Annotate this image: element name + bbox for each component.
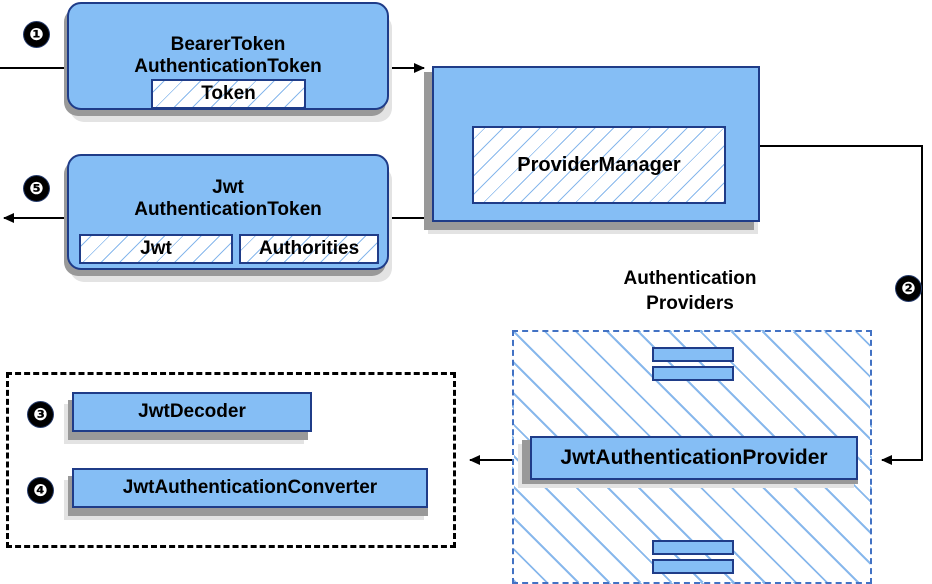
jwt-authentication-token-card[interactable]: Jwt AuthenticationToken Jwt Authorities [67, 154, 389, 270]
bearer-token-title: BearerToken AuthenticationToken [124, 34, 332, 78]
authentication-providers-caption-line2: Providers [646, 293, 734, 314]
jwt-token-slot-jwt: Jwt [79, 234, 233, 264]
jwt-authentication-provider-box[interactable]: JwtAuthenticationProvider [530, 436, 858, 480]
bearer-token-title-line2: AuthenticationToken [134, 56, 322, 77]
provider-manager-slot: ProviderManager [472, 126, 726, 204]
bearer-token-slot-token: Token [151, 79, 306, 109]
step-badge-4: ❹ [28, 478, 53, 503]
authentication-providers-caption-line1: Authentication [623, 268, 757, 289]
jwt-token-title-line2: AuthenticationToken [134, 199, 322, 220]
step-badge-1: ❶ [24, 22, 49, 47]
authentication-manager-box[interactable]: AuthenticationManager ProviderManager [432, 66, 760, 222]
jwt-decoder-box[interactable]: JwtDecoder [72, 392, 312, 432]
bearer-token-title-line1: BearerToken [170, 34, 286, 55]
provider-stack-bar-bottom-1 [652, 540, 734, 555]
jwt-token-slot-authorities: Authorities [239, 234, 379, 264]
authentication-providers-caption: Authentication Providers [590, 266, 790, 316]
step-badge-2: ❷ [896, 276, 921, 301]
jwt-token-title: Jwt AuthenticationToken [124, 177, 332, 221]
jwt-token-title-line1: Jwt [212, 177, 244, 198]
provider-stack-bar-bottom-2 [652, 559, 734, 574]
step-badge-3: ❸ [28, 402, 53, 427]
support-components-container [6, 372, 456, 548]
provider-stack-bar-top-1 [652, 347, 734, 362]
bearer-token-authentication-token-card[interactable]: BearerToken AuthenticationToken Token [67, 2, 389, 110]
provider-stack-bar-top-2 [652, 366, 734, 381]
step-badge-5: ❺ [24, 176, 49, 201]
jwt-authentication-converter-box[interactable]: JwtAuthenticationConverter [72, 468, 428, 508]
